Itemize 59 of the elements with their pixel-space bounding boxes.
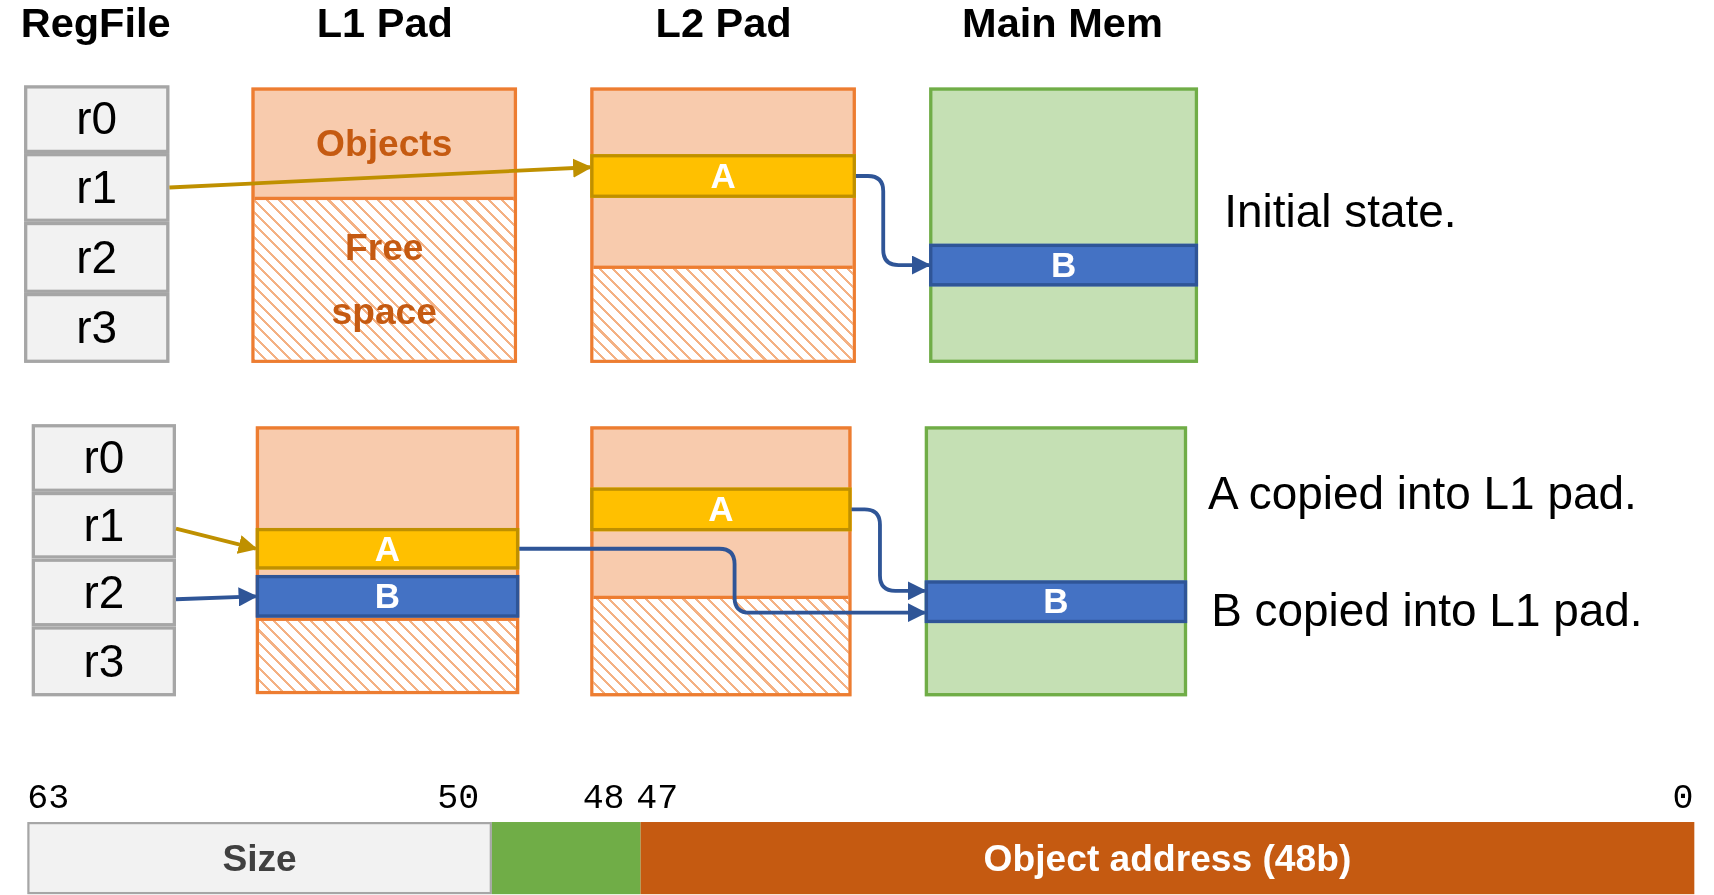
bit-index: 50	[437, 778, 480, 819]
object-name: B	[374, 576, 401, 617]
register-cell	[31, 491, 176, 559]
object-slot	[590, 154, 856, 198]
register-name: r1	[83, 499, 125, 552]
bit-index: 63	[27, 778, 70, 819]
scratchpad-block	[590, 87, 856, 363]
register-name: r3	[76, 301, 118, 355]
register-cell	[24, 221, 170, 293]
register-name: r0	[76, 92, 118, 146]
region-label: Objects	[316, 121, 453, 166]
state-note: A copied into L1 pad.	[1207, 467, 1637, 521]
arrow	[519, 546, 927, 623]
column-heading: RegFile	[19, 0, 172, 47]
object-slot	[924, 580, 1188, 624]
memory-block	[924, 426, 1188, 697]
object-name: A	[374, 528, 401, 569]
register-name: r2	[83, 566, 125, 619]
register-cell	[31, 626, 176, 697]
column-heading: L1 Pad	[315, 0, 454, 47]
bit-field	[640, 822, 1695, 895]
column-heading: Main Mem	[961, 0, 1164, 47]
register-name: r0	[83, 431, 125, 485]
arrow	[175, 587, 258, 607]
scratchpad-block	[251, 87, 518, 363]
object-slot	[255, 527, 520, 570]
register-cell	[24, 85, 170, 154]
register-cell	[24, 153, 170, 222]
hatched-region	[254, 196, 514, 360]
arrow	[175, 526, 258, 554]
field-label: Object address (48b)	[983, 836, 1352, 880]
register-name: r2	[76, 231, 118, 284]
object-name: A	[708, 489, 734, 530]
register-cell	[31, 558, 176, 627]
column-heading: L2 Pad	[654, 0, 793, 47]
arrow	[855, 174, 932, 275]
object-name: B	[1043, 581, 1069, 622]
scratchpad-block	[590, 426, 852, 697]
object-slot	[929, 243, 1199, 287]
bit-index: 48	[582, 778, 625, 819]
region-label: Free space	[330, 225, 438, 334]
object-slot	[255, 575, 520, 618]
object-slot	[590, 487, 852, 532]
bit-field	[27, 822, 492, 895]
field-label: Size	[222, 836, 297, 880]
register-cell	[24, 292, 170, 363]
state-note: B copied into L1 pad.	[1211, 584, 1643, 638]
bit-index: 47	[636, 778, 679, 819]
object-name: A	[710, 155, 736, 197]
scratchpad-block	[255, 426, 520, 695]
register-name: r1	[76, 161, 118, 214]
register-cell	[31, 424, 176, 492]
state-note: Initial state.	[1224, 185, 1457, 239]
register-name: r3	[83, 635, 125, 688]
object-name: B	[1050, 244, 1077, 286]
memory-block	[929, 87, 1199, 363]
bit-index: 0	[1672, 778, 1694, 819]
arrow	[169, 158, 593, 190]
bit-field	[491, 822, 641, 895]
